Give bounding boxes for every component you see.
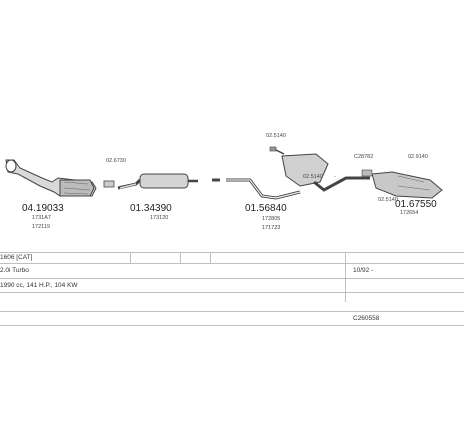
rear-silencer-upper-part[interactable] [269, 146, 329, 187]
clamp-c-label: 02.5140 [303, 174, 323, 180]
part-ref-3a: 172805 [262, 216, 280, 222]
part-ref-1b: 172119 [32, 224, 50, 230]
catalytic-converter-part[interactable] [5, 159, 97, 197]
row-specs: 1990 cc, 141 H.P., 104 KW [0, 278, 464, 289]
part-code-4[interactable]: 01.67550 [395, 199, 437, 210]
row-model: 1606 [CAT] [0, 252, 464, 261]
clamp-d-label: C28782 [354, 154, 373, 160]
engine-cell: 2.0i Turbo [0, 267, 29, 274]
clamp-f-label: 02.5140 [378, 197, 398, 203]
clamp-a-label: 02.6730 [106, 158, 126, 164]
intermediate-pipe-part[interactable] [212, 178, 301, 200]
middle-silencer-part[interactable] [117, 173, 198, 190]
row-engine: 2.0i Turbo 10/92 - [0, 263, 464, 274]
col-divider [345, 252, 346, 302]
specs-cell: 1990 cc, 141 H.P., 104 KW [0, 282, 78, 289]
clamp-b-label: 02.5140 [266, 133, 286, 139]
part-code-3[interactable]: 01.56840 [245, 203, 287, 214]
kit-code-cell: C260558 [353, 315, 380, 322]
model-cell: 1606 [CAT] [0, 254, 33, 261]
part-ref-3b: 171723 [262, 225, 280, 231]
dash-label: - [334, 174, 336, 180]
clamp-e-label: 02.9140 [408, 154, 428, 160]
part-code-1[interactable]: 04.19033 [22, 203, 64, 214]
part-code-2[interactable]: 01.34390 [130, 203, 172, 214]
col-divider [130, 252, 131, 263]
part-ref-1a: 1731A7 [32, 215, 51, 221]
row-kit: C260558 [0, 311, 464, 322]
years-cell: 10/92 - [353, 267, 374, 274]
part-ref-4a: 172654 [400, 210, 418, 216]
col-divider [210, 252, 211, 263]
part-ref-2a: 173120 [150, 215, 168, 221]
rear-silencer-part[interactable] [313, 169, 443, 199]
row-end [0, 325, 464, 326]
clamp-a-icon [103, 180, 115, 188]
col-divider [180, 252, 181, 263]
row-blank [0, 292, 464, 293]
